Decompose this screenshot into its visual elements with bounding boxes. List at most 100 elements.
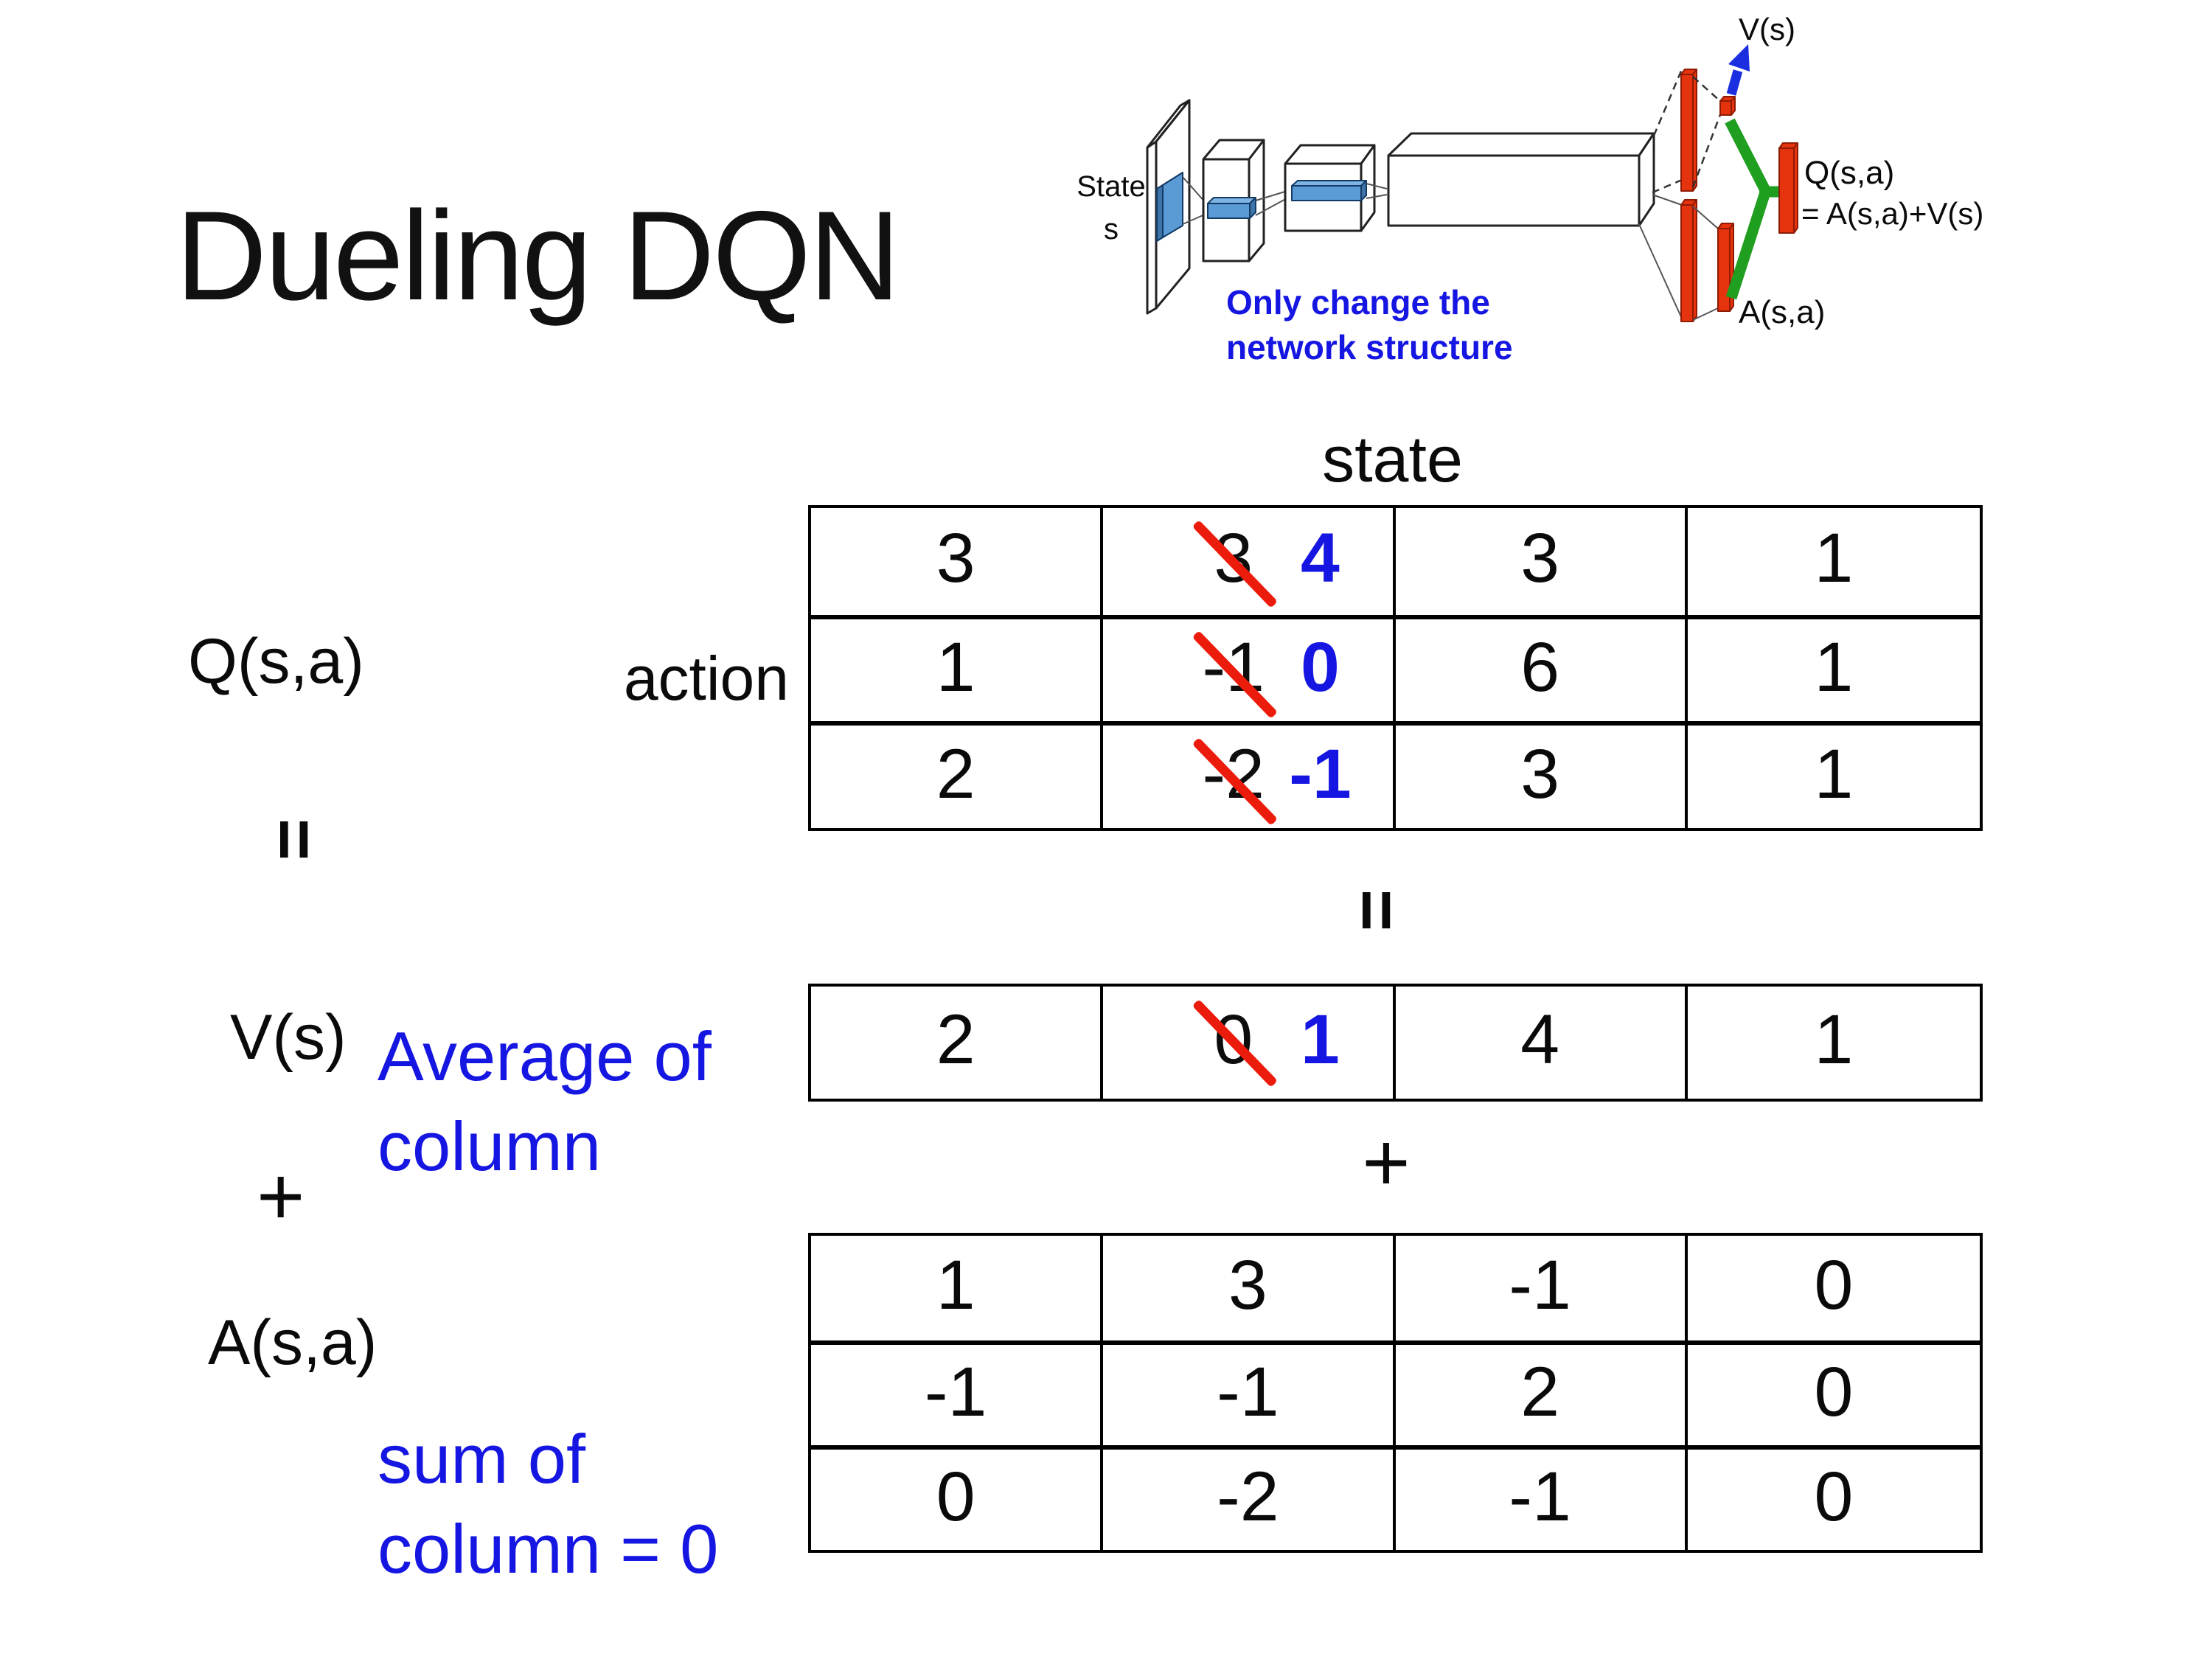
stream-split-lines: [1638, 69, 1683, 319]
cell-value: 1: [1814, 628, 1854, 707]
plus-left: +: [257, 1150, 305, 1242]
matrix-cell: 0: [811, 1445, 1104, 1550]
cell-value: 1: [936, 1246, 975, 1325]
plus-center: +: [1362, 1116, 1411, 1208]
revised-value: 0: [1301, 628, 1340, 707]
average-note-line1: Average of: [378, 1018, 712, 1095]
matrix-cell: 3: [811, 508, 1104, 615]
feature-map-2-slab: [1291, 180, 1367, 201]
matrix-cell: 2: [811, 987, 1104, 1099]
diagram-note-line1: Only change the: [1226, 283, 1490, 321]
matrix-cell: 1: [1687, 614, 1980, 722]
diagram-q-label-line2: = A(s,a)+V(s): [1801, 196, 1983, 231]
value-arrow: [1726, 44, 1750, 96]
merge-y-connector: [1725, 118, 1780, 300]
matrix-cell: -1: [1396, 1236, 1688, 1340]
value-node: [1719, 96, 1736, 116]
matrix-cell-revised: 01: [1103, 987, 1396, 1099]
state-header: state: [1322, 422, 1463, 495]
cell-value: -1: [1509, 1458, 1571, 1537]
matrix-cell: 2: [1395, 1340, 1688, 1445]
revised-value: 4: [1301, 519, 1340, 598]
sum-note-line1: sum of: [378, 1420, 586, 1498]
fc-layer-box: [1387, 132, 1655, 227]
cell-value: 0: [1814, 1458, 1854, 1537]
sum-note-line2: column = 0: [378, 1510, 719, 1587]
cell-value: 1: [1814, 1001, 1854, 1079]
matrix-cell: 3: [1396, 508, 1688, 615]
q-matrix-label: Q(s,a): [188, 626, 364, 697]
cell-value: 1: [1814, 734, 1854, 813]
matrix-cell: 3: [1395, 721, 1688, 828]
average-note: Average of column: [378, 1012, 712, 1192]
network-architecture-diagram: State s: [1077, 12, 1983, 366]
v-vector: 2 01 4 1: [808, 984, 1983, 1102]
cell-value: 1: [936, 628, 975, 707]
matrix-cell: -1: [811, 1340, 1104, 1445]
v-vector-label: V(s): [230, 1002, 347, 1073]
diagram-note-line2: network structure: [1226, 328, 1513, 366]
input-patch-slab: [1156, 172, 1183, 242]
matrix-cell-revised: 34: [1103, 508, 1396, 615]
advantage-vector-bar: [1717, 223, 1734, 312]
matrix-cell-revised: -10: [1103, 614, 1396, 722]
matrix-cell: 3: [1103, 1236, 1396, 1340]
cell-value: 3: [936, 519, 975, 598]
matrix-cell: 6: [1395, 614, 1688, 722]
cell-value: 3: [1520, 734, 1560, 813]
action-label: action: [623, 644, 789, 713]
cell-value: 0: [936, 1458, 975, 1537]
cell-value: -2: [1217, 1458, 1279, 1537]
matrix-cell: 1: [811, 1236, 1104, 1340]
equals-center: =: [1337, 888, 1419, 932]
matrix-cell: 4: [1396, 987, 1688, 1099]
state-input-sublabel: s: [1104, 213, 1119, 246]
matrix-cell: 2: [811, 721, 1104, 828]
slide-title: Dueling DQN: [175, 185, 900, 327]
matrix-cell: -1: [1103, 1340, 1396, 1445]
cell-value: 0: [1814, 1246, 1854, 1325]
matrix-cell: 1: [1688, 987, 1980, 1099]
matrix-cell: 1: [811, 614, 1104, 722]
diagram-q-label-line1: Q(s,a): [1804, 155, 1894, 191]
revised-value: 1: [1301, 1001, 1340, 1079]
cell-value: 3: [1520, 519, 1560, 598]
average-note-line2: column: [378, 1107, 602, 1185]
matrix-cell: -2: [1103, 1445, 1396, 1550]
advantage-stream-bar: [1680, 199, 1697, 322]
cell-value: 0: [1814, 1353, 1854, 1432]
cell-value: 6: [1520, 628, 1560, 707]
feature-map-1-slab: [1207, 197, 1256, 219]
diagram-value-label: V(s): [1739, 12, 1795, 46]
a-matrix-label: A(s,a): [208, 1307, 378, 1378]
advantage-vector-lines: [1692, 206, 1719, 321]
matrix-cell: 0: [1687, 1340, 1980, 1445]
state-input-label: State: [1077, 170, 1145, 203]
matrix-cell: 0: [1687, 1445, 1980, 1550]
revised-value: -1: [1289, 734, 1352, 813]
cell-value: -1: [924, 1353, 987, 1432]
sum-note: sum of column = 0: [378, 1414, 718, 1594]
q-output-bar: [1778, 142, 1798, 234]
cell-value: -1: [1217, 1353, 1279, 1432]
cell-value: -1: [1509, 1246, 1571, 1325]
a-matrix: 1 3 -1 0 -1 -1 2 0 0 -2 -1 0: [808, 1233, 1983, 1553]
matrix-cell: 1: [1688, 508, 1980, 615]
cell-value: 3: [1228, 1246, 1267, 1325]
value-stream-bar: [1680, 69, 1697, 192]
cell-value: 2: [1520, 1353, 1560, 1432]
diagram-advantage-label: A(s,a): [1739, 294, 1825, 330]
matrix-cell: 0: [1688, 1236, 1980, 1340]
matrix-cell: -1: [1395, 1445, 1688, 1550]
cell-value: 2: [936, 1001, 975, 1079]
value-node-lines: [1691, 76, 1722, 188]
cell-value: 2: [936, 734, 975, 813]
matrix-cell-revised: -2-1: [1103, 721, 1396, 828]
conv-funnel-2: [1255, 189, 1290, 216]
cell-value: 4: [1520, 1001, 1560, 1079]
conv-funnel-3: [1366, 183, 1388, 199]
equals-left: =: [254, 818, 336, 861]
matrix-cell: 1: [1687, 721, 1980, 828]
